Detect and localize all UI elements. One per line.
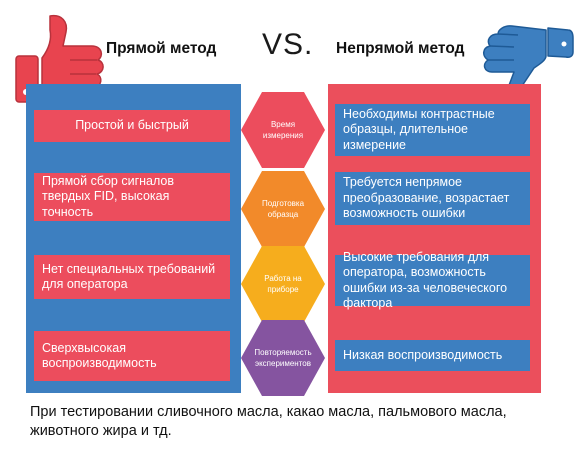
criterion-label: Время измерения xyxy=(262,120,304,140)
direct-item-label: Простой и быстрый xyxy=(75,118,189,133)
thumbs-down-icon xyxy=(468,12,574,97)
indirect-item-repeatability: Низкая воспроизводимость xyxy=(335,340,530,371)
indirect-item-label: Высокие требования для оператора, возмож… xyxy=(343,249,508,311)
criterion-sample-preparation: Подготовка образца xyxy=(241,171,325,247)
indirect-item-label: Необходимы контрастные образцы, длительн… xyxy=(343,106,495,152)
criterion-measurement-time: Время измерения xyxy=(241,92,325,168)
indirect-item-operation: Высокие требования для оператора, возмож… xyxy=(335,250,530,310)
direct-item-operation: Нет специальных требований для оператора xyxy=(34,255,230,299)
direct-method-title: Прямой метод xyxy=(106,40,217,57)
direct-item-speed: Простой и быстрый xyxy=(34,110,230,142)
vs-label: VS. xyxy=(262,28,314,61)
caption-text: При тестировании сливочного масла, какао… xyxy=(30,404,507,439)
indirect-item-label: Низкая воспроизводимость xyxy=(343,347,503,362)
criterion-label: Подготовка образца xyxy=(261,199,305,219)
indirect-item-time: Необходимы контрастные образцы, длительн… xyxy=(335,104,530,156)
direct-item-label: Прямой сбор сигналов твердых FID, высока… xyxy=(42,173,175,219)
criterion-label: Повторяемость экспериментов xyxy=(254,348,312,368)
criterion-label: Работа на приборе xyxy=(264,274,302,294)
criterion-repeatability: Повторяемость экспериментов xyxy=(241,320,325,396)
direct-item-label: Сверхвысокая воспроизводимость xyxy=(42,340,157,371)
indirect-item-label: Требуется непрямое преобразование, возра… xyxy=(343,175,510,221)
indirect-method-title: Непрямой метод xyxy=(336,40,465,57)
direct-item-preparation: Прямой сбор сигналов твердых FID, высока… xyxy=(34,173,230,221)
direct-item-repeatability: Сверхвысокая воспроизводимость xyxy=(34,331,230,381)
criterion-instrument-operation: Работа на приборе xyxy=(241,246,325,322)
direct-item-label: Нет специальных требований для оператора xyxy=(42,261,216,292)
indirect-item-preparation: Требуется непрямое преобразование, возра… xyxy=(335,172,530,225)
